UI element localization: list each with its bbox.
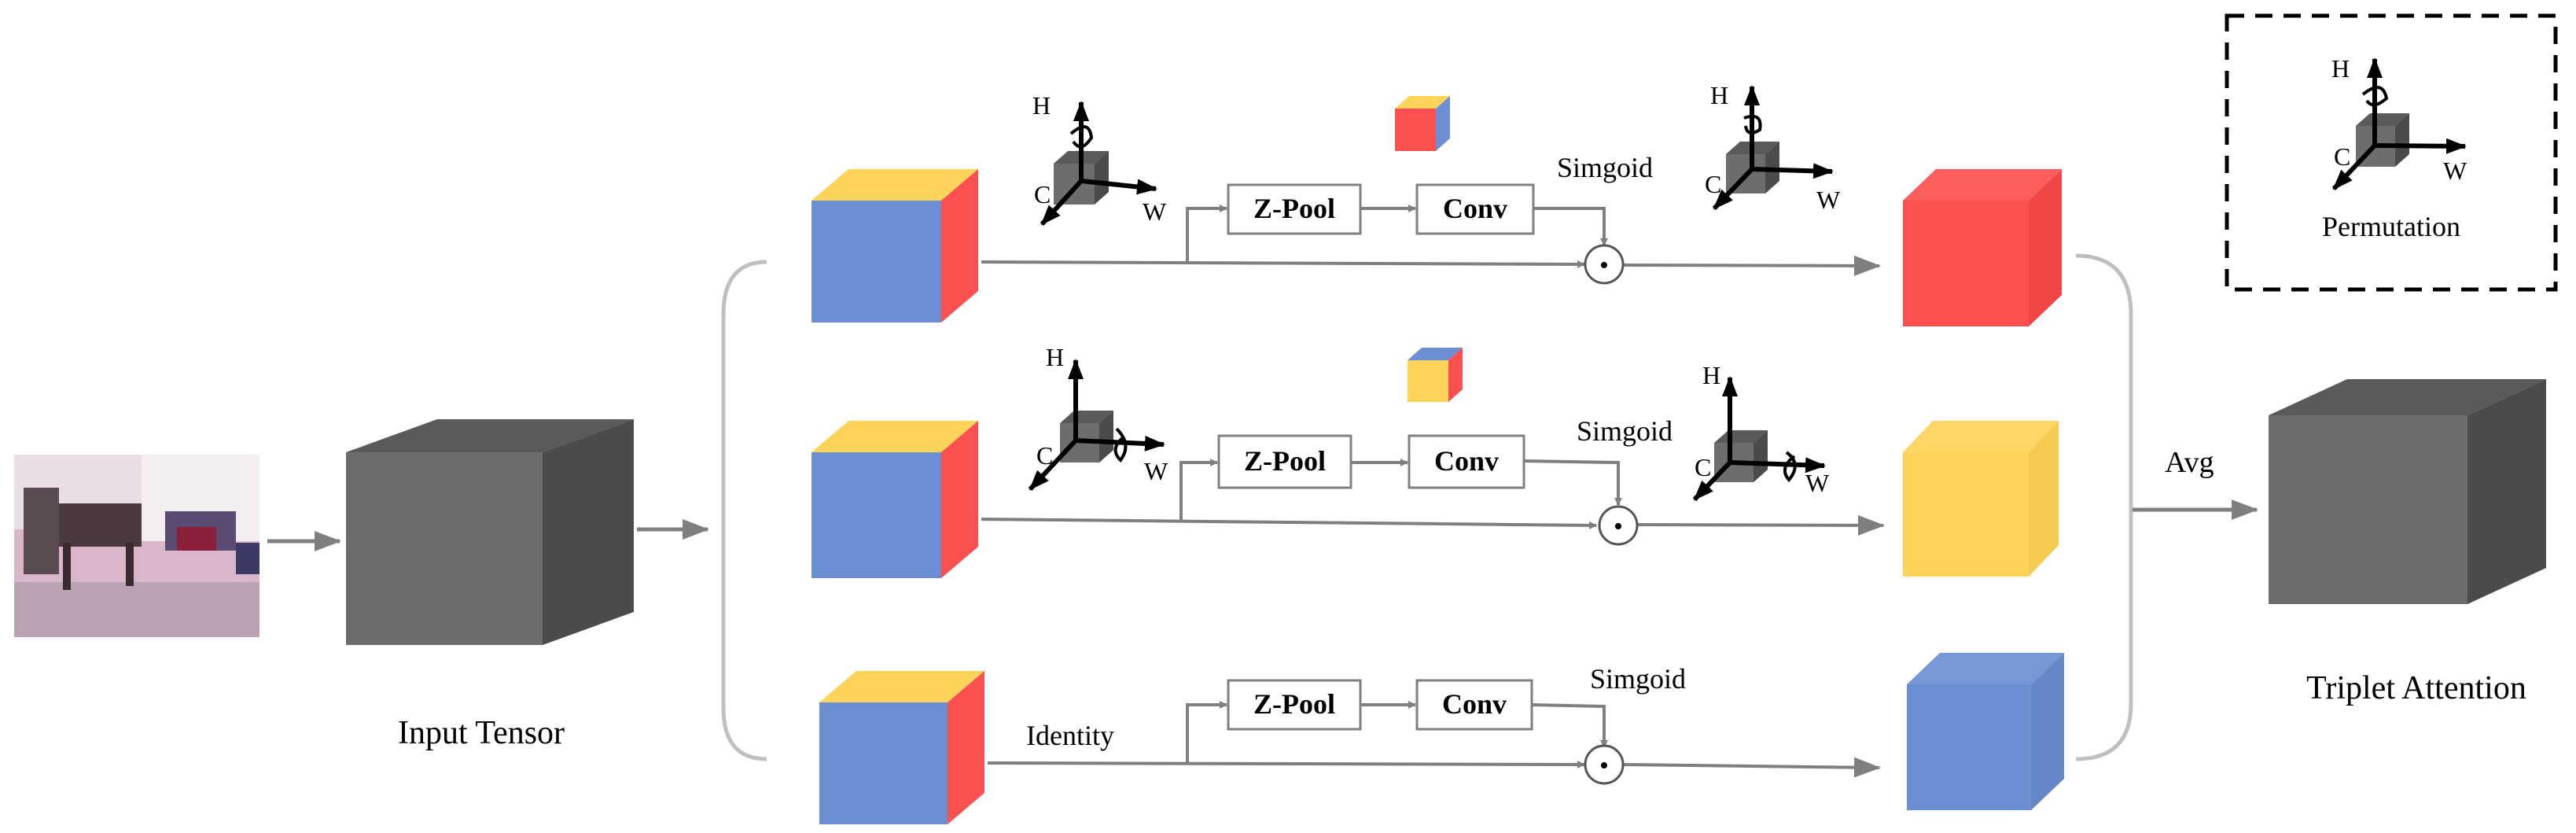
branch2-axis-c: C: [1036, 441, 1053, 470]
branch2-multiply-node: [1598, 505, 1639, 546]
branch2-zpool-label: Z-Pool: [1244, 445, 1326, 477]
permutation-axis-c: C: [2334, 142, 2350, 171]
permutation-axis-icon: [2331, 57, 2467, 191]
avg-label: Avg: [2165, 446, 2214, 479]
branch1-conv-box: [1415, 183, 1535, 235]
branch3-multiply-node: [1584, 744, 1625, 785]
branch1-conv-label: Conv: [1443, 193, 1507, 224]
permutation-label: Permutation: [2322, 211, 2460, 242]
branch2-axis-after: [1692, 376, 1826, 502]
branch1-axis-after: [1712, 85, 1834, 211]
branch3-flow: [987, 701, 1881, 778]
branch2-conv-label: Conv: [1434, 445, 1499, 477]
branch2-axis-after-h: H: [1702, 361, 1720, 389]
triplet-attention-label: Triplet Attention: [2306, 670, 2526, 706]
branch2-output-cube: [1903, 421, 2059, 577]
branch2-axis-after-w: W: [1805, 469, 1830, 497]
branch1-axis-after-c: C: [1705, 170, 1721, 198]
branch3-sigmoid-label: Simgoid: [1590, 663, 1686, 695]
identity-label: Identity: [1026, 720, 1114, 751]
branch3-conv-box: [1415, 679, 1533, 731]
input-tensor-cube: [346, 419, 634, 645]
branch2-permute-icon: [1408, 348, 1463, 402]
branch1-multiply-dot: •: [1599, 251, 1609, 280]
input-tensor-label: Input Tensor: [398, 715, 565, 751]
branch2-axis-after-c: C: [1695, 453, 1711, 481]
branch3-output-cube: [1907, 653, 2064, 810]
branch1-output-cube: [1903, 169, 2062, 326]
branch3-multiply-dot: •: [1599, 751, 1609, 780]
branch1-multiply-node: [1584, 244, 1625, 285]
branch3-conv-label: Conv: [1442, 688, 1507, 720]
permutation-axis-w: W: [2443, 157, 2467, 185]
branch2-axis-h: H: [1046, 343, 1064, 371]
branch2-axis-before: [1028, 359, 1165, 492]
branch1-zpool-label: Z-Pool: [1253, 193, 1335, 224]
branch2-zpool-box: [1217, 434, 1352, 489]
branch1-input-cube: [811, 169, 978, 323]
branch1-axis-c: C: [1034, 180, 1051, 208]
triplet-attention-cube: [2269, 379, 2546, 604]
branch1-permute-icon: [1395, 96, 1450, 151]
branch3-zpool-box: [1227, 679, 1362, 731]
branch1-axis-after-h: H: [1710, 81, 1728, 109]
branch3-zpool-label: Z-Pool: [1253, 688, 1335, 720]
branch1-axis-h: H: [1032, 91, 1051, 120]
branch1-flow: [981, 205, 1881, 276]
branch1-zpool-box: [1227, 183, 1362, 235]
branch2-multiply-dot: •: [1614, 512, 1623, 541]
right-bracket: [2075, 253, 2133, 761]
permutation-axis-h: H: [2331, 54, 2350, 83]
input-image: [14, 455, 259, 637]
permutation-legend-box: [2225, 13, 2558, 292]
branch2-flow: [981, 459, 1885, 536]
left-bracket: [721, 260, 767, 761]
branch1-sigmoid-label: Simgoid: [1557, 152, 1653, 183]
branch2-input-cube: [811, 421, 978, 578]
branch3-input-cube: [819, 671, 984, 824]
branch2-sigmoid-label: Simgoid: [1577, 415, 1673, 447]
branch2-axis-w: W: [1144, 457, 1168, 485]
branch2-conv-box: [1408, 434, 1525, 489]
branch1-axis-w: W: [1143, 197, 1167, 226]
branch1-axis-after-w: W: [1816, 186, 1841, 214]
branch1-axis-before: [1040, 101, 1157, 227]
